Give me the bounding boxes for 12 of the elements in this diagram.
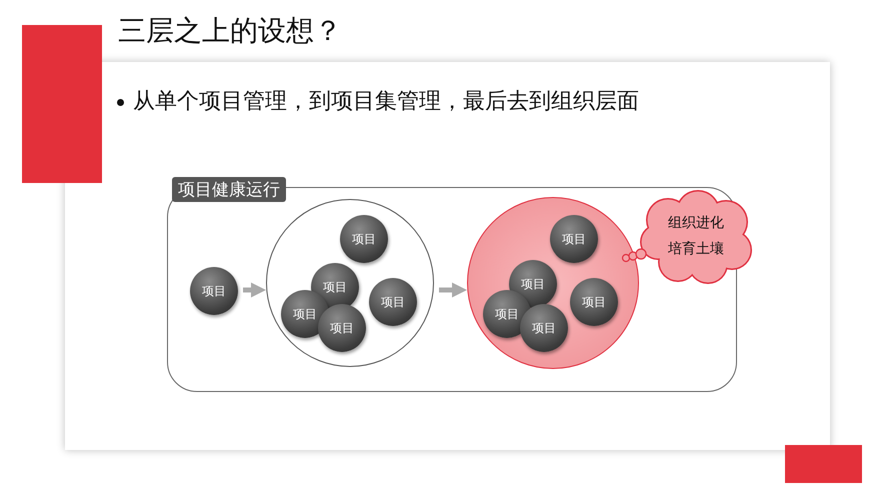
project-circle: 项目	[369, 278, 417, 326]
project-circle: 项目	[318, 304, 366, 352]
arrow	[439, 282, 467, 298]
cloud-text: 组织进化培育土壤	[667, 214, 725, 259]
slide-title: 三层之上的设想？	[118, 13, 342, 49]
arrow	[243, 282, 266, 298]
project-circle: 项目	[550, 215, 598, 263]
project-circle: 项目	[520, 304, 568, 352]
project-circle: 项目	[340, 215, 388, 263]
bullet-text: 从单个项目管理，到项目集管理，最后去到组织层面	[133, 88, 639, 116]
group-heading: 项目健康运行	[172, 177, 286, 202]
project-circle: 项目	[570, 278, 618, 326]
